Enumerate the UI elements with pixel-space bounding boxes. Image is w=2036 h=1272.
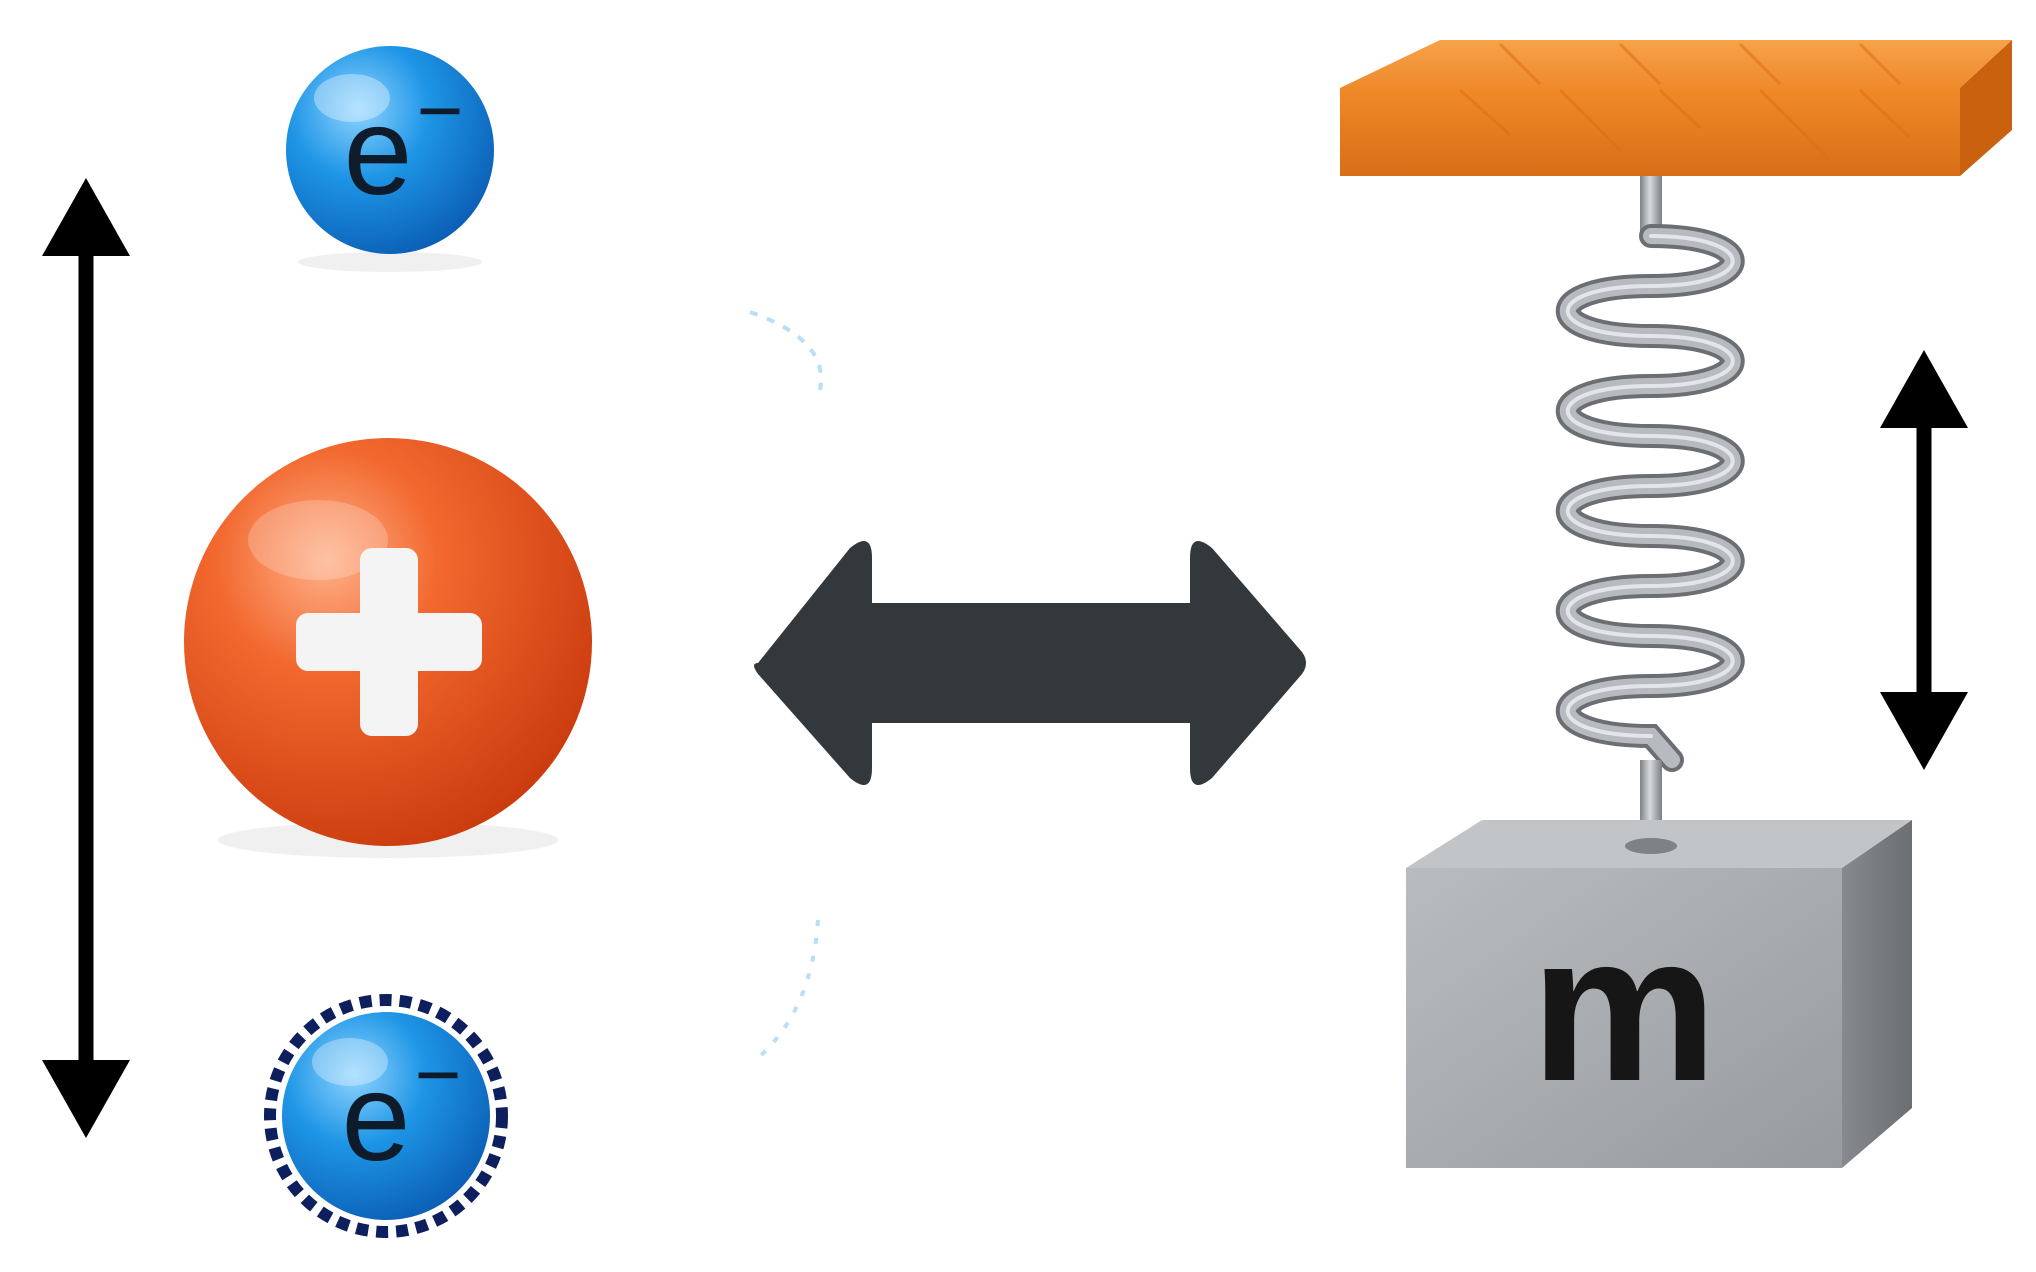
top-electron-charge: − [417,66,464,155]
bottom-electron: e − [264,994,508,1238]
spring [1556,176,1745,848]
mass-label: m [1531,890,1718,1125]
ceiling-support [1340,40,2012,176]
nucleus [184,438,592,858]
vertical-double-arrow-right [1880,350,1968,770]
mass-block: m [1406,820,1912,1168]
spring-mass-oscillator: m [1340,40,2012,1168]
bottom-electron-charge: − [415,1030,462,1119]
top-electron-symbol: e [344,83,413,221]
equivalence-double-arrow [754,540,1306,786]
bottom-electron-symbol: e [342,1049,411,1187]
vertical-double-arrow-left [42,178,130,1138]
plus-icon [296,548,482,736]
top-electron: e − [286,46,494,272]
orbit-arc-hint [749,310,824,1060]
atom-group: e − e − [42,46,824,1238]
